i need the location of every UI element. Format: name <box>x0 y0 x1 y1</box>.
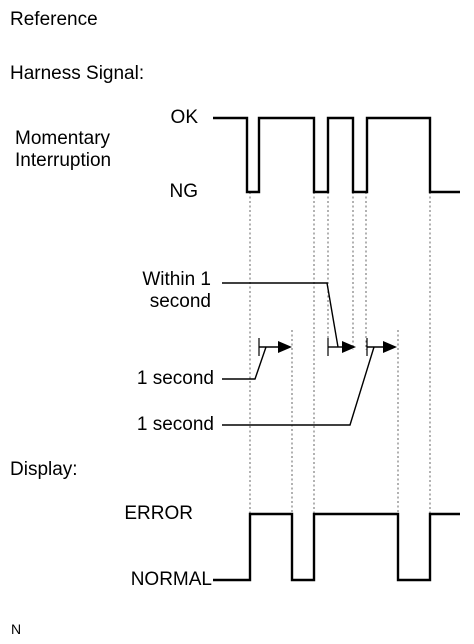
one-second-leader-a <box>222 346 267 380</box>
harness-signal-heading: Harness Signal: <box>10 63 145 84</box>
one-second-leader-b <box>222 346 375 426</box>
level-ng-label: NG <box>169 181 199 202</box>
interval-marker-2 <box>327 338 356 356</box>
harness-signal-waveform <box>213 116 460 194</box>
display-heading: Display: <box>10 459 78 480</box>
within-one-second-label: Within 1 second <box>142 269 211 313</box>
level-ok-label: OK <box>170 107 198 128</box>
arrow-right-icon <box>342 341 356 353</box>
arrow-right-icon <box>383 341 397 353</box>
guide-lines <box>249 192 431 580</box>
arrow-right-icon <box>278 341 292 353</box>
one-second-label-b: 1 second <box>136 414 214 435</box>
signal-name-label: Momentary Interruption <box>15 128 112 172</box>
within-leader-line <box>222 282 339 348</box>
page-title: Reference <box>10 9 98 30</box>
display-waveform <box>213 512 460 582</box>
one-second-label-a: 1 second <box>136 368 214 389</box>
level-normal-label: NORMAL <box>130 569 212 590</box>
footer-code: N <box>11 621 22 637</box>
level-error-label: ERROR <box>124 503 193 524</box>
interval-marker-1 <box>258 338 292 356</box>
interval-marker-3 <box>366 338 397 356</box>
